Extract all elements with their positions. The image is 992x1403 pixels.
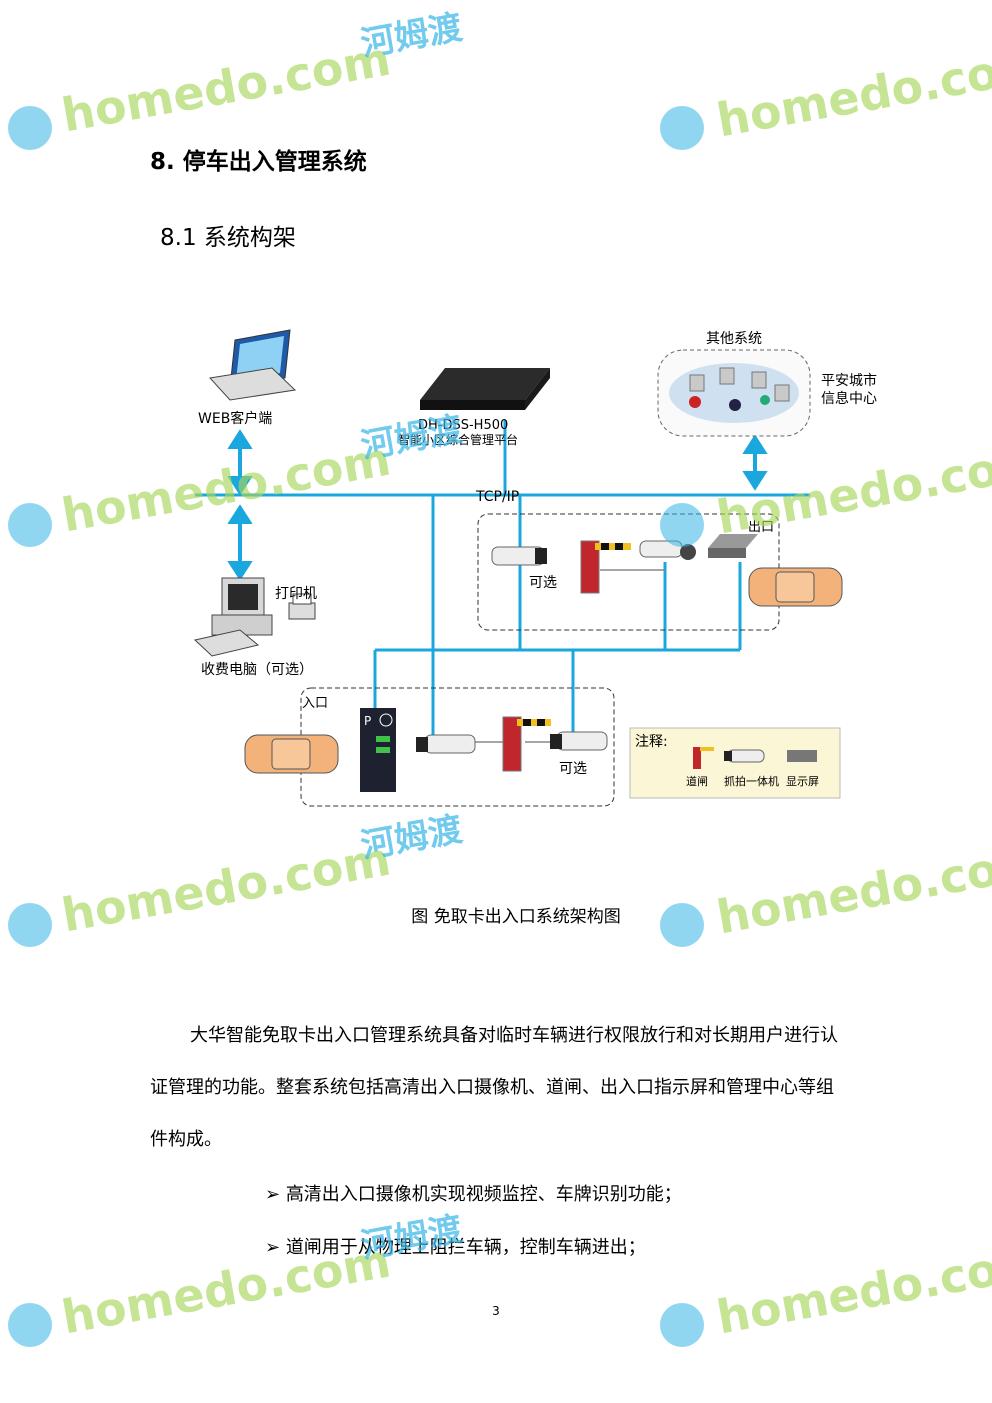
printer-label: 打印机 [275, 585, 317, 602]
legend-title: 注释: [635, 734, 668, 750]
laptop-icon [209, 329, 297, 401]
architecture-diagram: P 其他系统 平安城市 信息中心 WEB客户端 DH-DSS-H500 智能小区… [193, 329, 877, 807]
entrance-car-icon [244, 734, 339, 774]
exit-display-icon [708, 534, 758, 548]
subsection-heading: 8.1 系统构架 [160, 225, 296, 251]
page-number: 3 [492, 1304, 500, 1318]
platform-name-label: 智能小区综合管理平台 [398, 432, 518, 447]
legend-camera-label: 抓拍一体机 [724, 774, 779, 788]
exit-barrier-icon [580, 540, 631, 594]
legend-barrier-icon [693, 747, 714, 769]
computer-icon [193, 577, 273, 657]
server-icon [420, 368, 550, 410]
platform-model-label: DH-DSS-H500 [418, 418, 508, 433]
network-lines [195, 420, 810, 740]
svg-text:P: P [364, 714, 371, 728]
network-label: TCP/IP [475, 489, 519, 505]
safe-city-label-2: 信息中心 [821, 390, 877, 407]
safe-city-label-1: 平安城市 [821, 372, 877, 389]
printer-icon [288, 593, 316, 620]
section-heading: 8. 停车出入管理系统 [150, 149, 367, 175]
exit-camera-icon [491, 546, 547, 566]
bullet-item: ➢ 道闸用于从物理上阻拦车辆，控制车辆进出； [265, 1237, 646, 1258]
web-client-label: WEB客户端 [198, 410, 272, 427]
arrow-bullet-icon: ➢ [265, 1184, 286, 1205]
other-systems-label: 其他系统 [706, 331, 762, 347]
entrance-camera-icon [416, 734, 476, 754]
bullet-item: ➢ 高清出入口摄像机实现视频监控、车牌识别功能； [265, 1184, 682, 1205]
exit-camera-2-icon [639, 540, 696, 560]
exit-label: 出口 [748, 520, 774, 535]
entrance-camera-2-icon [550, 731, 608, 751]
legend-barrier-label: 道闸 [686, 774, 708, 788]
entrance-label: 入口 [302, 696, 328, 711]
optional-entrance-label: 可选 [559, 761, 587, 777]
legend-camera-icon [724, 749, 765, 763]
arrow-bullet-icon: ➢ [265, 1237, 286, 1258]
legend-box [629, 727, 841, 799]
entrance-barrier-icon [502, 716, 551, 772]
exit-car-icon [748, 567, 843, 607]
figure-caption: 图 免取卡出入口系统架构图 [411, 907, 621, 927]
optional-exit-label: 可选 [529, 575, 557, 591]
body-paragraph: 大华智能免取卡出入口管理系统具备对临时车辆进行权限放行和对长期用户进行认证管理的… [150, 1025, 838, 1150]
toll-pc-label: 收费电脑（可选） [201, 662, 313, 678]
legend-display-label: 显示屏 [786, 775, 819, 788]
parking-sign-icon: P [360, 708, 396, 792]
arrows [227, 429, 768, 581]
legend-display-icon [787, 750, 817, 762]
watermark-flower-icon [8, 106, 704, 1347]
